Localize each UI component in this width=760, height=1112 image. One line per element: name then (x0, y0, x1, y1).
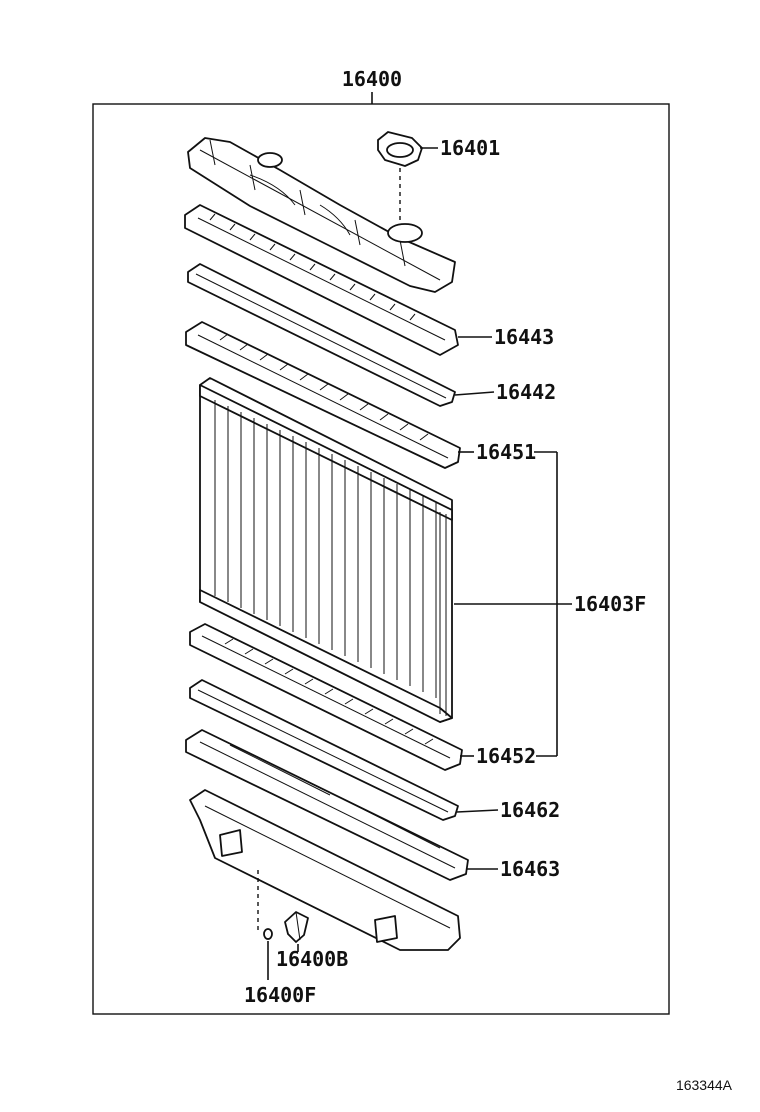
upper-seat-plate (185, 321, 461, 469)
upper-tank-gasket-b (187, 263, 456, 407)
label-core: 16403F (574, 592, 646, 616)
reference-code: 163344A (676, 1077, 733, 1093)
drain-cock (284, 911, 309, 943)
lower-gasket (189, 679, 459, 821)
upper-tank (187, 137, 456, 293)
label-lower-tank: 16463 (500, 857, 560, 881)
label-drain-oring: 16400F (244, 983, 316, 1007)
label-upper-tank-gasket-b: 16442 (496, 380, 556, 404)
drain-oring (263, 928, 273, 940)
radiator-core (199, 377, 453, 723)
leader-16462 (456, 809, 499, 813)
label-lower-seat: 16452 (476, 744, 536, 768)
lower-tank-frame (185, 729, 469, 881)
lower-seat-plate (189, 623, 463, 771)
lower-tank (189, 789, 461, 951)
label-cap: 16401 (440, 136, 500, 160)
label-upper-seat: 16451 (476, 440, 536, 464)
leader-16442 (454, 391, 495, 396)
label-drain-cock: 16400B (276, 947, 348, 971)
assembly-frame (92, 103, 670, 1015)
label-lower-gasket: 16462 (500, 798, 560, 822)
radiator-cap (377, 131, 423, 167)
assembly-label: 16400 (342, 67, 402, 91)
label-upper-tank-gasket-a: 16443 (494, 325, 554, 349)
upper-tank-gasket-a (184, 204, 459, 356)
